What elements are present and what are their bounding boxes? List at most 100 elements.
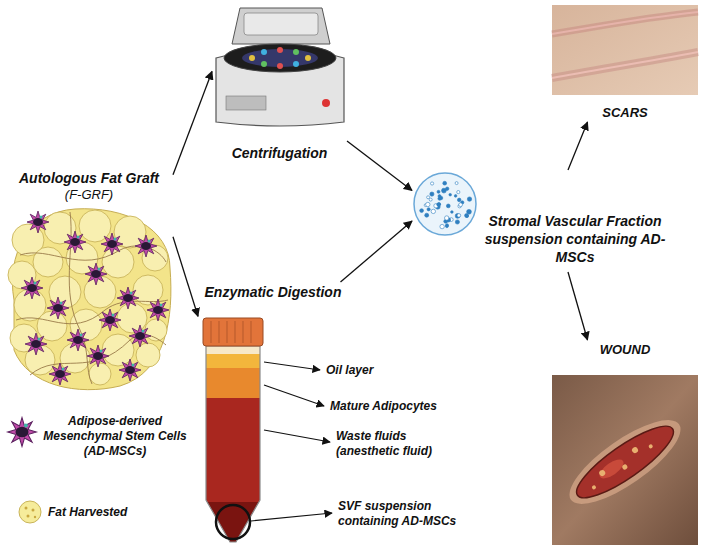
leader-arrows	[251, 362, 332, 521]
leader-arrows-part	[264, 430, 330, 442]
fat-graft-illustration-part-part	[33, 247, 63, 277]
tube-illustration-part-part	[243, 321, 244, 343]
fat-graft-illustration-part	[67, 329, 89, 351]
svf-cell-dot	[455, 182, 458, 185]
wound-photo-part-part	[558, 406, 691, 518]
legend-icons-part	[8, 418, 37, 447]
fat-graft-illustration-part	[119, 359, 141, 381]
svf-cell-dot	[420, 209, 424, 213]
fat-graft-illustration-part-part	[37, 311, 67, 341]
tube-illustration-part	[216, 505, 250, 539]
svf-cell-dot	[438, 197, 441, 200]
svf-cell-dot	[427, 196, 430, 199]
svf-suspension: Stromal Vascular Fraction suspension con…	[412, 170, 672, 272]
centrifuge-illustration-part	[322, 99, 330, 107]
centrifuge-illustration-part	[293, 49, 299, 55]
fat-graft-illustration-part	[117, 287, 139, 309]
tube-illustration-part-part	[200, 354, 266, 368]
wound-photo-part-part	[648, 444, 654, 450]
svf-cell-dot	[438, 203, 441, 206]
fat-graft-illustration-part	[85, 263, 107, 285]
wound-photo-part-part	[621, 464, 628, 471]
svf-cell-dot	[425, 213, 429, 217]
svf-cell-dot	[430, 192, 434, 196]
wound-photo-part-part	[631, 446, 639, 454]
wound-photo-part-part	[568, 416, 681, 509]
svf-cell-dot	[467, 209, 472, 214]
fat-graft-illustration-part	[101, 233, 123, 255]
svf-cell-dot	[429, 198, 432, 201]
svf-circle-outline	[414, 173, 476, 235]
svf-cell-dot	[459, 203, 463, 207]
flow-arrow	[173, 237, 198, 316]
scars-photo-part	[552, 12, 698, 34]
tube-illustration-part-part	[227, 321, 228, 343]
svf-cell-dot	[465, 214, 468, 217]
tube-illustration-part	[211, 321, 251, 343]
scars-photo-part	[552, 12, 698, 34]
svf-cell-dot	[440, 224, 444, 228]
flow-arrow	[568, 122, 588, 170]
flow-arrow	[568, 272, 588, 340]
svf-cell-dot	[426, 202, 430, 206]
scars-photo-part	[552, 52, 698, 78]
fat-graft-illustration-part-part	[145, 319, 167, 341]
svf-cell-dot	[457, 198, 461, 202]
svf-cell-dot	[455, 220, 459, 224]
wound-photo-part-part	[591, 485, 597, 491]
fat-graft-illustration-part	[27, 211, 49, 233]
tube-illustration-part-part	[200, 346, 266, 354]
fat-graft-illustration-part-part	[89, 363, 111, 385]
centrifuge-illustration-part	[249, 55, 255, 61]
centrifuge-illustration-part	[224, 44, 336, 72]
centrifuge-illustration-part	[261, 61, 267, 67]
svf-cell-dot	[446, 225, 449, 228]
fat-graft-illustration-part	[16, 212, 168, 384]
svf-cell-dot	[437, 190, 440, 193]
svf-cell-dot	[454, 195, 457, 198]
svf-cell-dot	[442, 188, 447, 193]
fat-graft-illustration-part	[147, 299, 169, 321]
fat-graft-illustration-part-part	[16, 300, 168, 324]
wound-photo-part	[558, 406, 691, 518]
legend-icons-part	[34, 516, 36, 518]
tube-illustration-part-part	[219, 321, 220, 343]
scars-photo	[552, 5, 698, 95]
centrifuge-illustration-part	[261, 49, 267, 55]
centrifuge: Centrifugation	[212, 5, 347, 163]
leader-arrows-part	[251, 513, 332, 521]
tube-layer-label: Mature Adipocytes	[330, 399, 437, 414]
svf-cell-dot	[437, 203, 440, 206]
node-title: SCARS	[602, 105, 648, 121]
fat-graft: Autologous Fat Graft(F-GRF)	[5, 168, 173, 390]
legend-icons	[8, 418, 41, 523]
svf-cell-dot	[449, 193, 452, 196]
fat-graft-illustration-part	[25, 333, 47, 355]
fat-graft-illustration-part	[64, 231, 86, 253]
fat-graft-illustration-part	[135, 235, 157, 257]
scars-photo-part	[552, 52, 698, 78]
svf-cell-dot	[445, 216, 449, 220]
centrifuge-illustration-part	[293, 61, 299, 67]
centrifuge-illustration-part	[277, 63, 283, 69]
flow-arrow	[347, 141, 412, 191]
fat-graft-illustration-part	[8, 210, 168, 385]
digestion-tube: Enzymatic Digestion	[198, 282, 348, 546]
centrifuge-illustration-part	[277, 47, 283, 53]
tube-illustration-part-part	[200, 398, 266, 502]
node-title: Stromal Vascular Fraction suspension con…	[482, 212, 668, 266]
fat-graft-illustration-part	[21, 277, 43, 299]
legend-icons-part	[27, 515, 30, 518]
scars-photo-part	[552, 5, 698, 95]
tube-layer-label: Oil layer	[326, 363, 373, 378]
node-title: Centrifugation	[232, 145, 328, 162]
tube-illustration-part	[200, 346, 266, 544]
node-title: Autologous Fat Graft	[19, 170, 159, 187]
wound-photo-part	[552, 375, 698, 545]
legend-icons-part	[19, 501, 41, 523]
legend-icons-part	[32, 509, 35, 512]
fat-graft-illustration-part	[129, 325, 151, 347]
node-title: Enzymatic Digestion	[205, 284, 342, 301]
